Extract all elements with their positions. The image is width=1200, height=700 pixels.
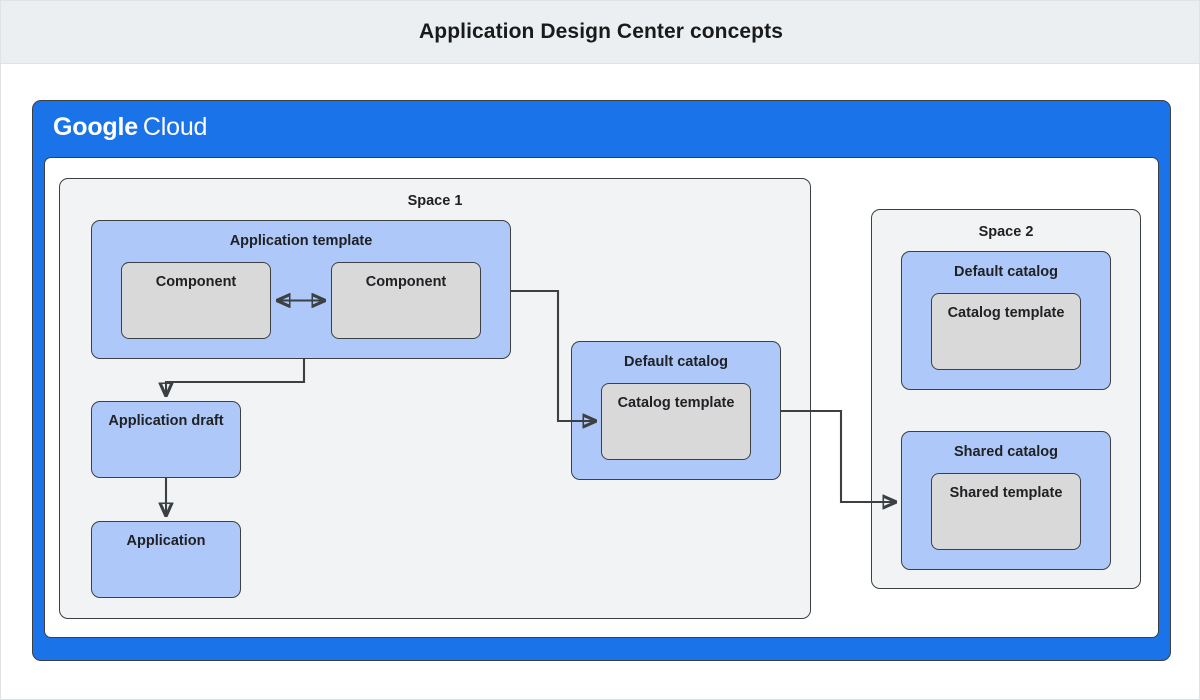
application-box[interactable]: Application — [91, 521, 241, 598]
google-cloud-logo-cloud: Cloud — [142, 113, 208, 141]
space-2-catalog-template-label: Catalog template — [947, 305, 1065, 321]
application-draft-box[interactable]: Application draft — [91, 401, 241, 478]
shared-template-label: Shared template — [949, 485, 1063, 501]
space-2-catalog-template-box[interactable]: Catalog template — [931, 293, 1081, 370]
space-1-catalog-template-label: Catalog template — [617, 395, 735, 411]
application-label: Application — [126, 533, 206, 549]
page-title-bar: Application Design Center concepts — [1, 1, 1199, 64]
component-box-1[interactable]: Component — [121, 262, 271, 339]
page-title: Application Design Center concepts — [419, 20, 783, 43]
space-1-label: Space 1 — [407, 193, 463, 209]
application-draft-label: Application draft — [108, 413, 224, 429]
component-1-label: Component — [155, 274, 237, 290]
component-box-2[interactable]: Component — [331, 262, 481, 339]
space-2-default-catalog-label: Default catalog — [954, 264, 1058, 280]
space-1-default-catalog-label: Default catalog — [624, 354, 728, 370]
google-cloud-logo-google: Google — [53, 113, 138, 141]
component-2-label: Component — [365, 274, 447, 290]
shared-template-box[interactable]: Shared template — [931, 473, 1081, 550]
space-2-label: Space 2 — [978, 224, 1034, 240]
space-1-catalog-template-box[interactable]: Catalog template — [601, 383, 751, 460]
shared-catalog-label: Shared catalog — [954, 444, 1058, 460]
application-template-label: Application template — [229, 233, 373, 249]
